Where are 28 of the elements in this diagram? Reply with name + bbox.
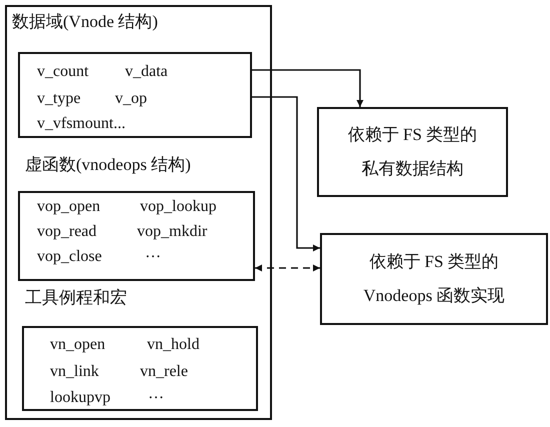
box-text: 依赖于 FS 类型的Vnodeops 函数实现 [362, 251, 506, 307]
arrow [255, 264, 320, 272]
field-label: vn_rele [140, 363, 188, 381]
field-label: vn_hold [147, 336, 200, 354]
field-label: v_count [37, 63, 89, 81]
field-label: … [148, 385, 164, 403]
field-label: vop_mkdir [137, 223, 208, 241]
field-label: vop_read [37, 223, 97, 241]
field-label: v_type [37, 90, 81, 108]
arrow [252, 69, 364, 107]
field-label: v_data [125, 63, 168, 81]
field-label: vop_lookup [140, 198, 216, 216]
field-label: vn_open [50, 336, 106, 354]
box-text: 依赖于 FS 类型的私有数据结构 [346, 124, 478, 180]
text-box [317, 107, 508, 197]
section-heading: 虚函数(vnodeops 结构) [25, 155, 191, 175]
field-label: vn_link [50, 363, 99, 381]
text-box [320, 233, 548, 325]
field-label: v_vfsmount... [37, 115, 126, 133]
arrow [252, 96, 320, 252]
field-label: lookupvp [50, 389, 110, 407]
section-heading: 数据域(Vnode 结构) [12, 12, 158, 32]
field-label: vop_close [37, 248, 102, 266]
section-heading: 工具例程和宏 [25, 288, 127, 308]
outer-frame [5, 5, 272, 420]
field-label: … [145, 244, 161, 262]
field-label: v_op [115, 90, 147, 108]
field-label: vop_open [37, 198, 100, 216]
